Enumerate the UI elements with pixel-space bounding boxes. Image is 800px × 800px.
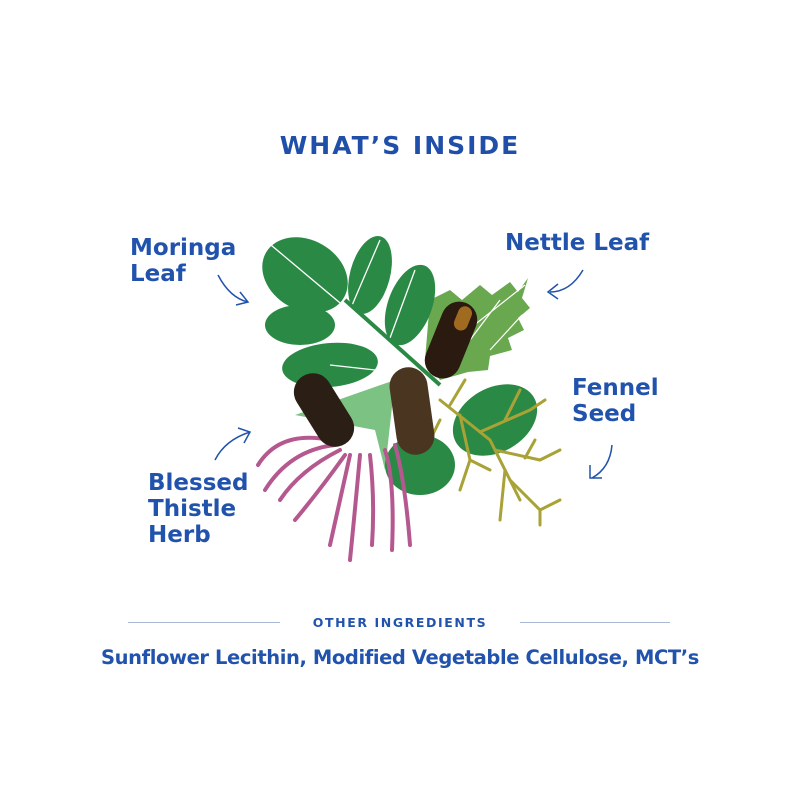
page-title: WHAT’S INSIDE xyxy=(279,131,521,160)
label-line: Moringa xyxy=(130,235,237,261)
divider-right xyxy=(520,622,670,623)
label-line: Herb xyxy=(148,522,211,548)
light-leaf xyxy=(295,380,395,470)
label-line: Nettle Leaf xyxy=(505,230,650,256)
thistle-herb xyxy=(256,435,412,562)
label-nettle-leaf: Nettle Leaf xyxy=(505,230,649,256)
label-line: Leaf xyxy=(130,261,186,287)
label-line: Thistle xyxy=(148,496,237,522)
label-fennel-seed: Fennel Seed xyxy=(572,375,659,427)
capsules xyxy=(293,301,478,455)
arrow-icons xyxy=(214,269,613,479)
label-blessed-thistle-herb: Blessed Thistle Herb xyxy=(148,470,248,548)
other-ingredients-list: Sunflower Lecithin, Modified Vegetable C… xyxy=(101,646,699,669)
label-moringa-leaf: Moringa Leaf xyxy=(130,235,236,287)
label-line: Seed xyxy=(572,401,637,427)
label-line: Blessed xyxy=(148,470,249,496)
divider-left xyxy=(128,622,280,623)
other-ingredients-heading: OTHER INGREDIENTS xyxy=(312,615,488,630)
label-line: Fennel xyxy=(572,375,659,401)
fennel-seed xyxy=(428,378,562,527)
